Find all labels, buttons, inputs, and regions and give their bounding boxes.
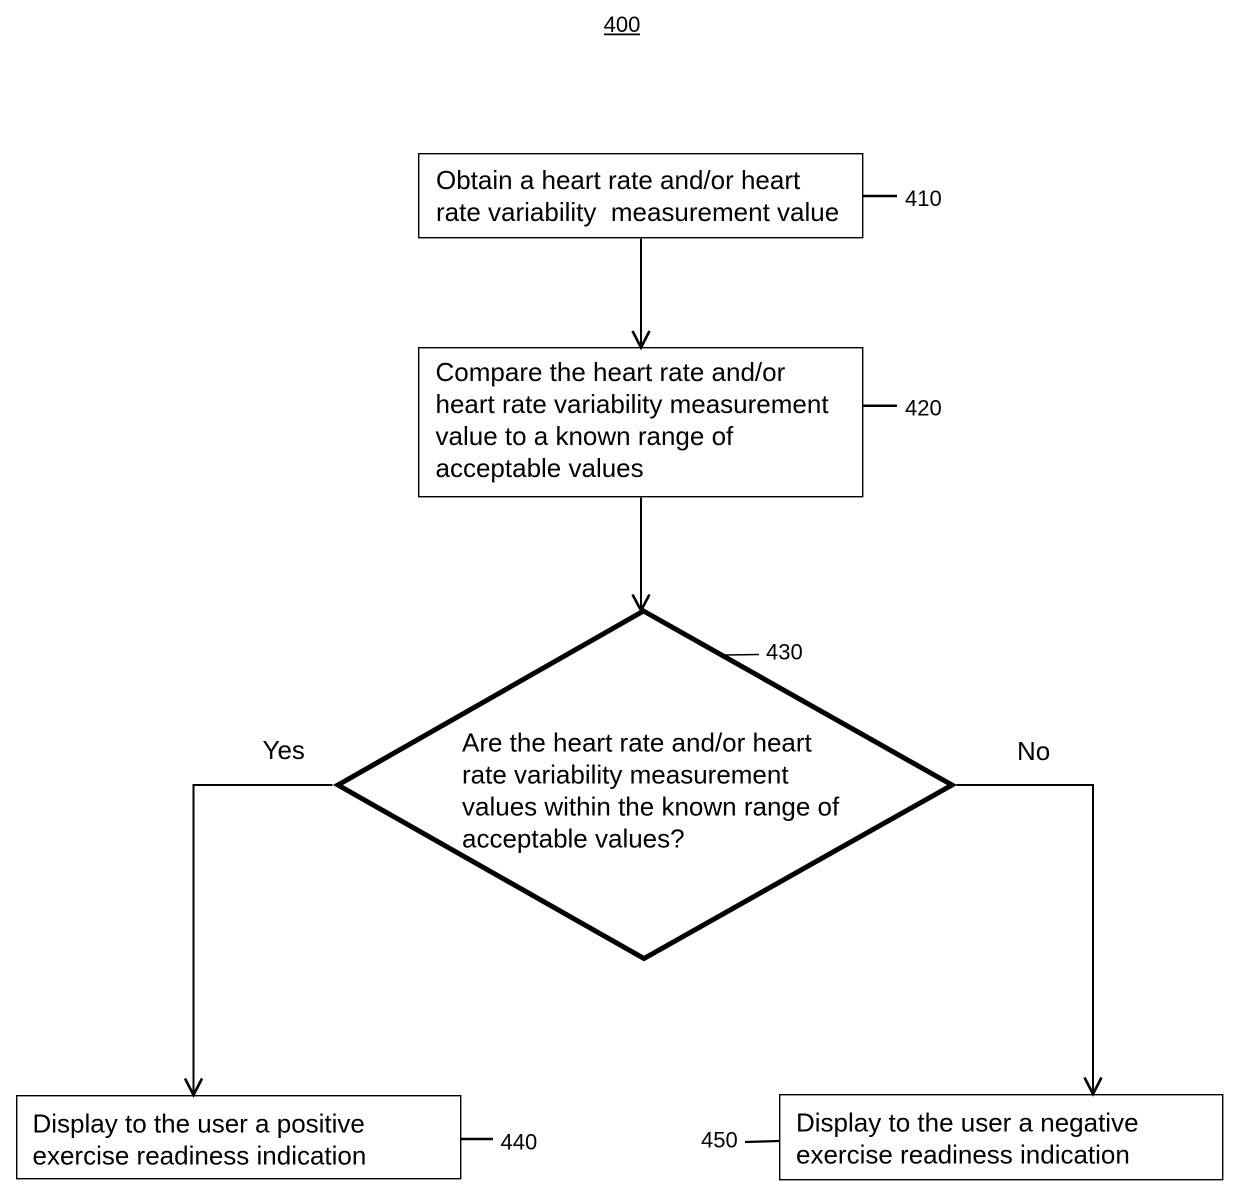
svg-text:Obtain a heart rate and/or hea: Obtain a heart rate and/or heart [436,165,801,195]
svg-text:rate variability measurement: rate variability measurement [462,760,789,790]
svg-text:Yes: Yes [263,735,305,765]
svg-text:Display to the user a positive: Display to the user a positive [33,1109,365,1139]
svg-text:450: 450 [701,1128,738,1153]
svg-text:Compare the heart rate and/or: Compare the heart rate and/or [436,357,786,387]
svg-text:rate variability measurement: rate variability measurement value [436,197,839,227]
svg-text:Are the heart rate and/or hear: Are the heart rate and/or heart [462,728,813,758]
svg-text:value to a known range of: value to a known range of [436,421,735,451]
svg-text:heart rate variability measure: heart rate variability measurement [436,389,830,419]
svg-text:Display to the user a negative: Display to the user a negative [796,1108,1139,1138]
svg-text:410: 410 [905,186,942,211]
svg-text:acceptable values?: acceptable values? [462,824,685,854]
svg-text:440: 440 [501,1130,538,1155]
svg-text:exercise readiness indication: exercise readiness indication [33,1141,367,1171]
svg-text:400: 400 [604,12,641,37]
svg-text:exercise readiness indication: exercise readiness indication [796,1140,1130,1170]
svg-text:acceptable values: acceptable values [436,453,644,483]
svg-text:420: 420 [905,396,942,421]
svg-text:values within the known range: values within the known range of [462,792,840,822]
svg-text:430: 430 [766,640,803,665]
svg-text:No: No [1017,736,1050,766]
